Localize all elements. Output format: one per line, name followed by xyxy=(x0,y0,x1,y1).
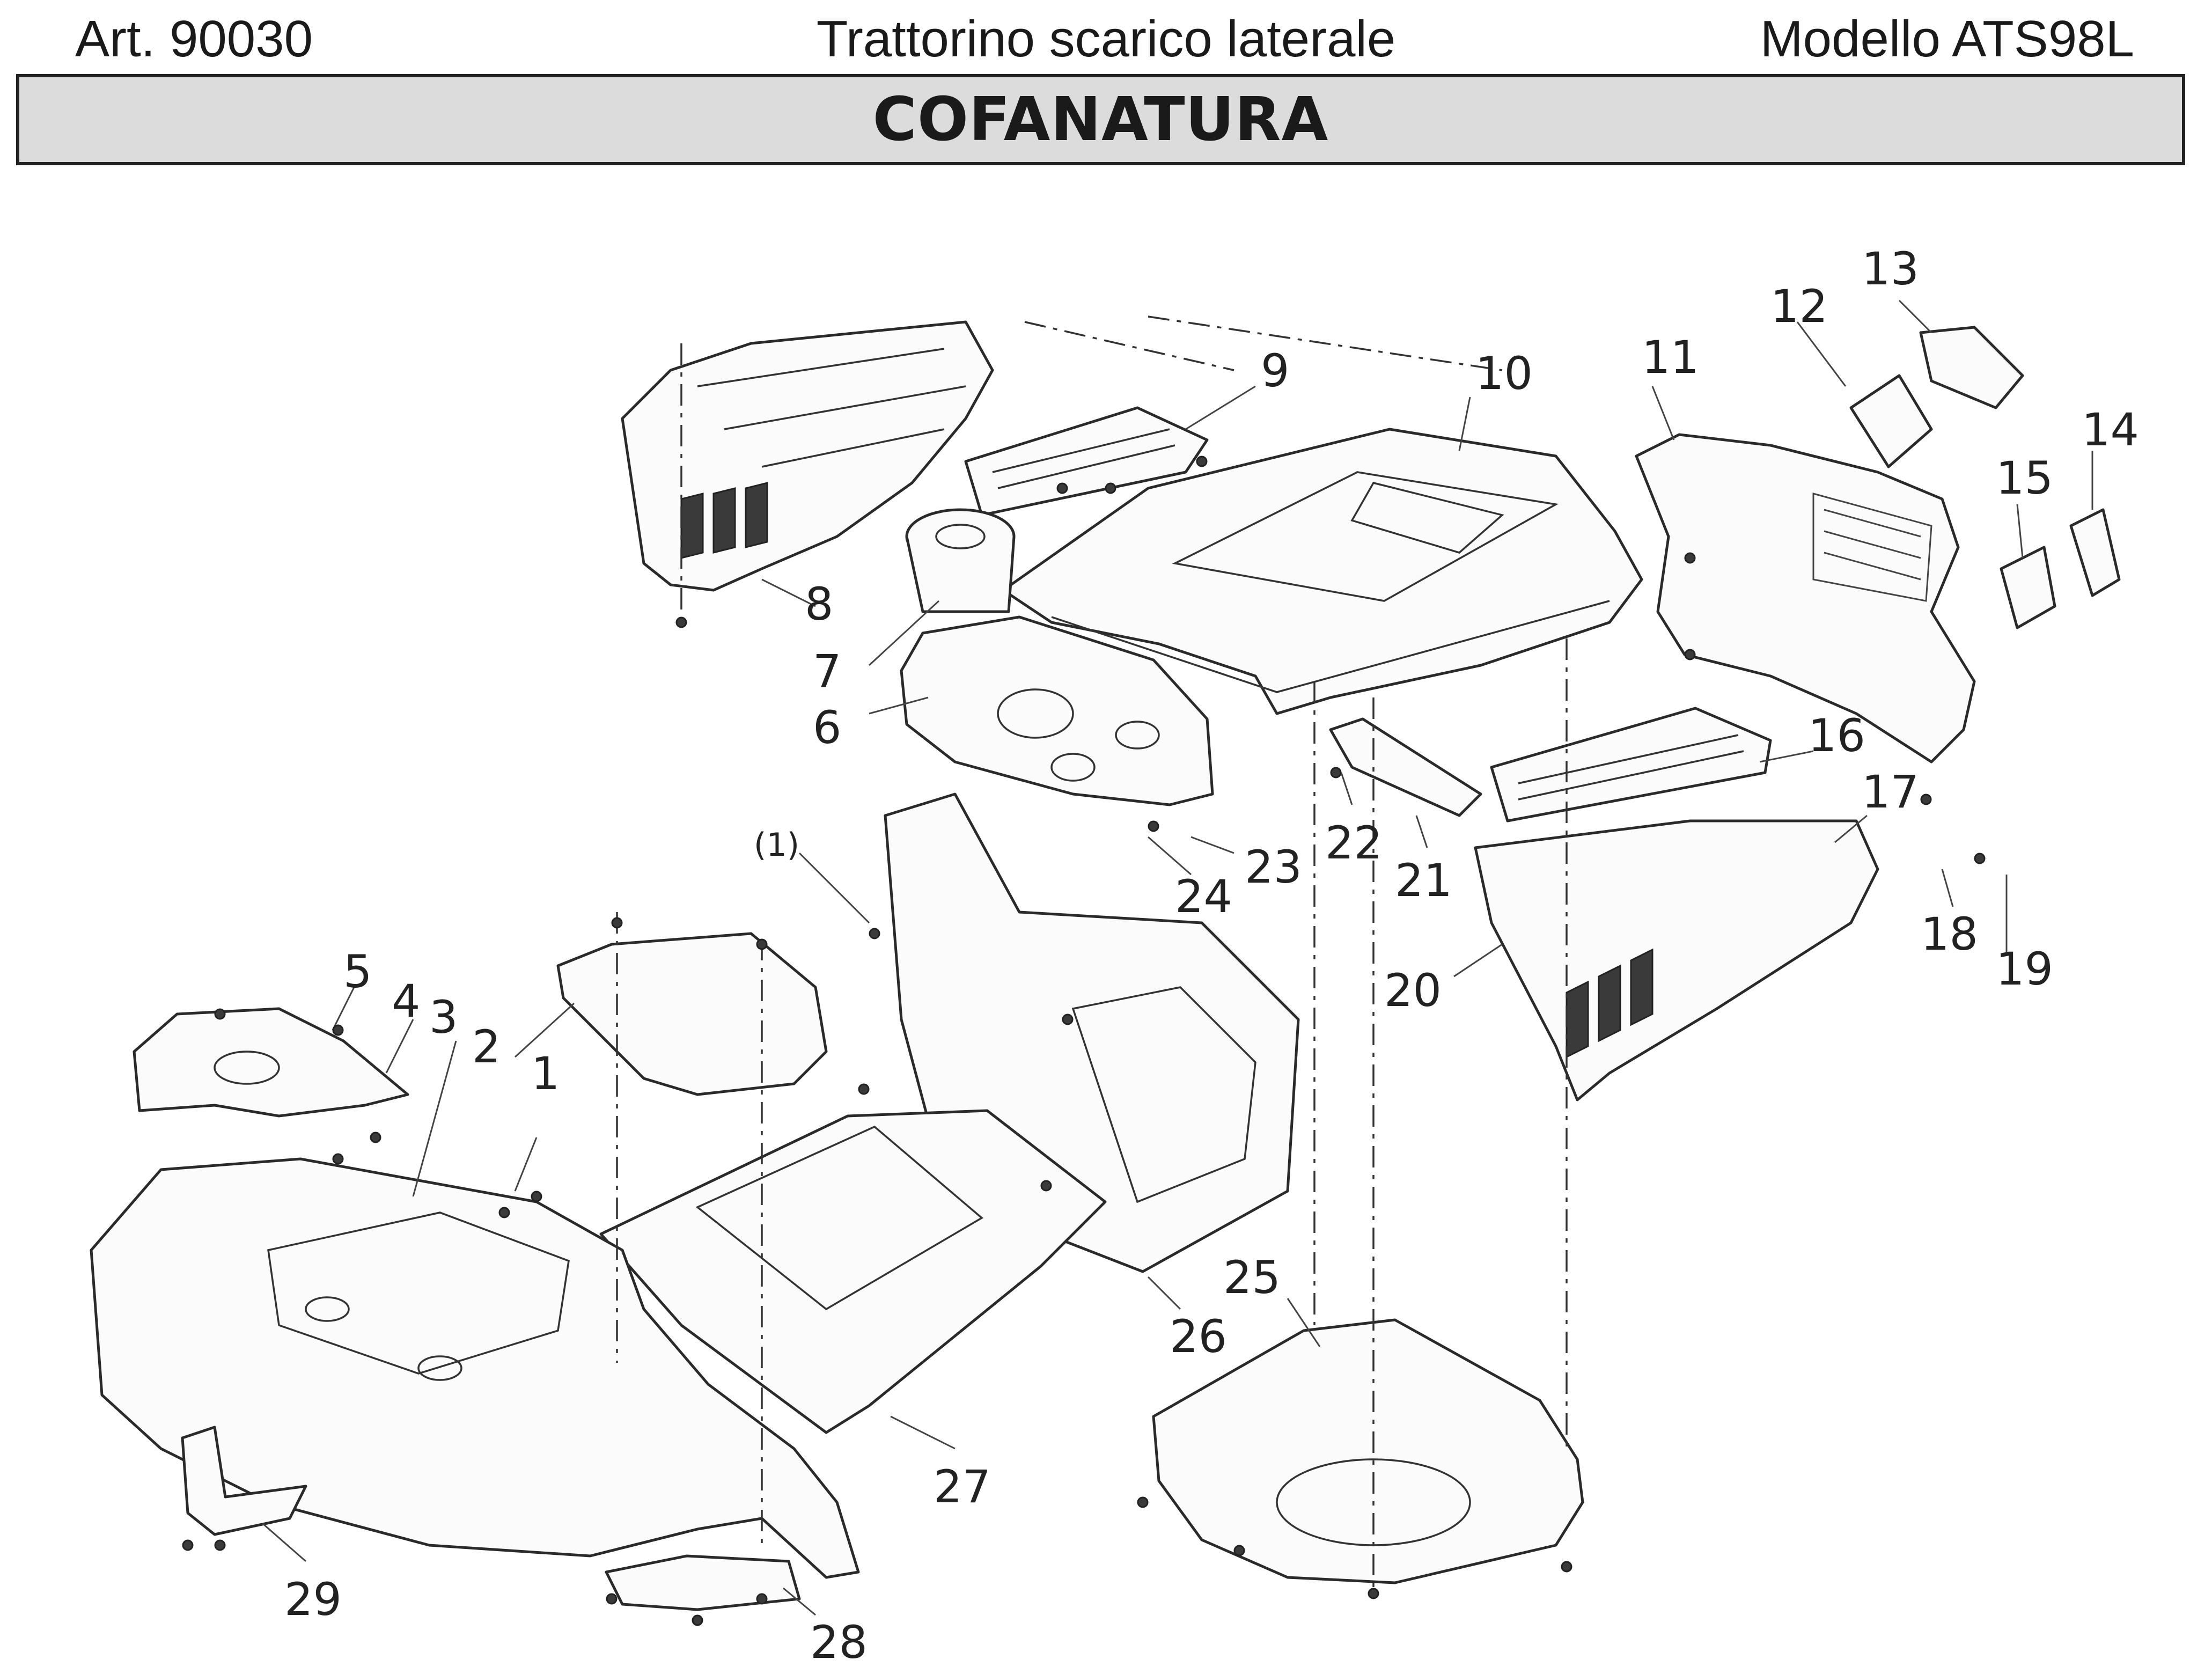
part-10-hood xyxy=(1002,428,1643,715)
part-12-lamp-bracket xyxy=(1849,374,1933,468)
part-20-side-panel xyxy=(1474,819,1879,1101)
model-name: Modello ATS98L xyxy=(1760,10,2134,68)
part-6-dashboard xyxy=(900,615,1214,806)
callout-22: 22 xyxy=(1325,817,1383,869)
part-28-bracket xyxy=(605,1554,801,1611)
callout-16: 16 xyxy=(1808,709,1865,762)
product-description: Trattorino scarico laterale xyxy=(816,10,1396,68)
callout-24: 24 xyxy=(1175,870,1232,923)
callout-8: 8 xyxy=(805,578,833,630)
callout-14: 14 xyxy=(2082,403,2139,456)
callout-23: 23 xyxy=(1245,841,1302,893)
part-29-bracket xyxy=(181,1426,307,1536)
callout-3: 3 xyxy=(429,991,458,1044)
part-7-filler-tube xyxy=(905,508,1016,613)
part-4-rear-top xyxy=(133,1007,409,1118)
callout-labels: 1 2 3 4 5 6 7 8 9 10 11 12 13 14 15 16 1… xyxy=(284,243,2139,1667)
part-11-front-grille xyxy=(1635,433,1976,763)
callout-2: 2 xyxy=(472,1020,501,1073)
assembly-lines xyxy=(616,315,1568,1593)
part-13-lamp-cover xyxy=(1919,326,2024,409)
part-15-light-bracket xyxy=(2000,546,2056,629)
callout-18: 18 xyxy=(1921,908,1978,960)
callout-5: 5 xyxy=(343,945,372,998)
callout-28: 28 xyxy=(810,1616,868,1667)
screws xyxy=(182,456,1986,1626)
callout-6: 6 xyxy=(813,701,841,754)
part-2-fender-cover xyxy=(556,932,828,1096)
section-title: COFANATURA xyxy=(872,85,1329,155)
callout-26: 26 xyxy=(1170,1310,1227,1363)
part-16-vent-grille xyxy=(1490,707,1772,823)
callout-10: 10 xyxy=(1475,347,1533,400)
callout-15: 15 xyxy=(1996,452,2053,504)
callout-13: 13 xyxy=(1862,243,1919,295)
callout-27: 27 xyxy=(934,1460,991,1513)
part-9-vent xyxy=(964,406,1209,517)
callout-20: 20 xyxy=(1384,964,1442,1017)
callout-17: 17 xyxy=(1862,766,1919,818)
callout-25: 25 xyxy=(1223,1251,1281,1304)
part-14-light xyxy=(2069,508,2121,597)
callout-4: 4 xyxy=(392,975,420,1027)
callout-1: 1 xyxy=(531,1047,560,1100)
callout-12: 12 xyxy=(1770,280,1828,333)
callout-19: 19 xyxy=(1996,943,2053,995)
callout-11: 11 xyxy=(1642,331,1699,384)
article-number: Art. 90030 xyxy=(75,10,313,68)
section-banner: COFANATURA xyxy=(16,74,2185,165)
callout-29: 29 xyxy=(284,1573,342,1626)
callout-9: 9 xyxy=(1261,344,1289,397)
leader-lines xyxy=(262,299,2093,1616)
part-8-rear-grille xyxy=(621,320,994,592)
callout-7: 7 xyxy=(813,645,841,697)
part-21-side-trim xyxy=(1329,717,1482,817)
part-27-floor-mat xyxy=(599,1109,1107,1434)
callout-1-note: (1) xyxy=(754,826,799,864)
callout-21: 21 xyxy=(1395,854,1452,907)
